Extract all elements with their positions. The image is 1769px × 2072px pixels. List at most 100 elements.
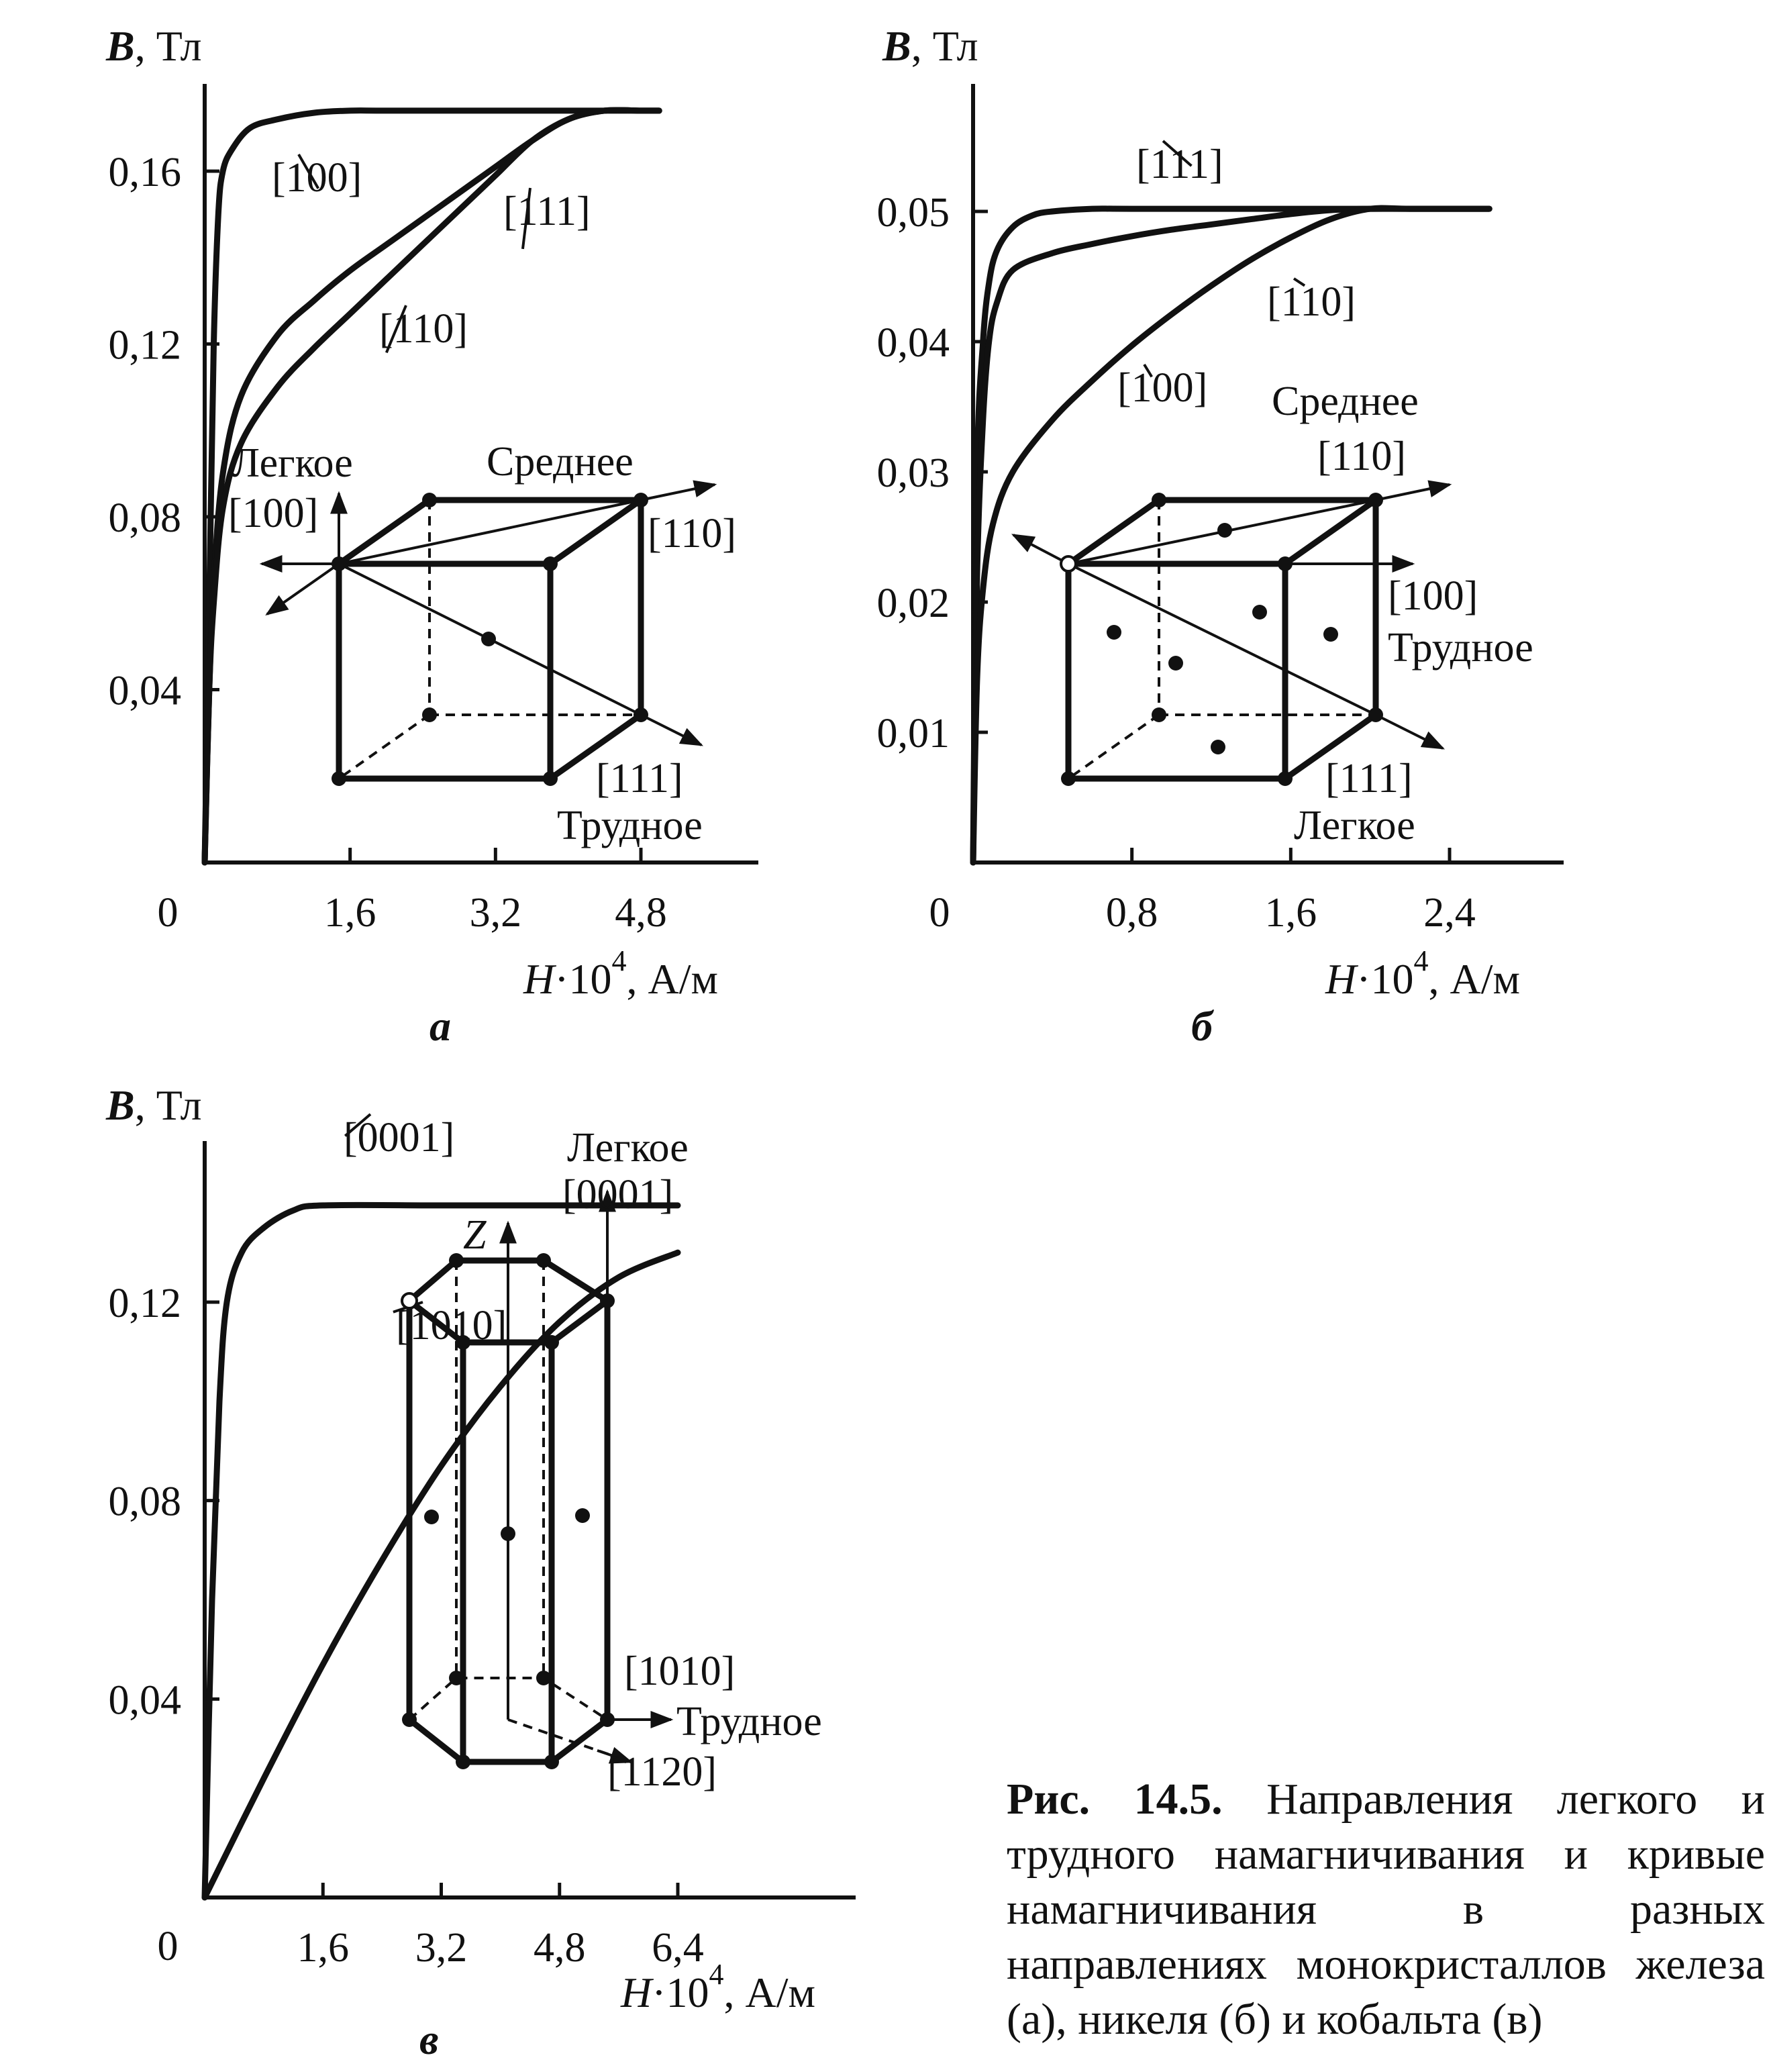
atom-face bbox=[1211, 740, 1225, 754]
atom bbox=[543, 771, 558, 786]
atom bbox=[402, 1712, 417, 1727]
x-tick-label: 6,4 bbox=[652, 1925, 704, 1971]
x-tick-label: 3,2 bbox=[415, 1925, 468, 1971]
y-axis-var: B bbox=[105, 1081, 135, 1129]
inset-a-medium-dir: [110] bbox=[648, 511, 736, 556]
atom bbox=[1152, 493, 1166, 507]
atom-open bbox=[401, 1292, 418, 1310]
annotation-leader bbox=[521, 187, 532, 250]
y-tick-label: 0,08 bbox=[109, 495, 182, 541]
y-tick-label: 0,01 bbox=[877, 711, 950, 756]
atom bbox=[600, 1293, 615, 1308]
x-axis-mid: ·10 bbox=[1356, 955, 1413, 1003]
inset-v-z-label: Z bbox=[463, 1212, 487, 1258]
annotation-leader bbox=[1162, 140, 1193, 167]
caption-text: Направления легкого и трудного намагничи… bbox=[1007, 1775, 1765, 2044]
x-axis-label: H·104, А/м bbox=[523, 944, 718, 1003]
atom bbox=[544, 1335, 559, 1350]
atom bbox=[1368, 707, 1383, 722]
atom bbox=[536, 1671, 551, 1685]
atom bbox=[456, 1755, 470, 1769]
hex-hidden-edges bbox=[408, 1261, 609, 1721]
inset-v-hard-dir: [1010] bbox=[624, 1648, 735, 1694]
atom bbox=[536, 1253, 551, 1268]
panel-label: б bbox=[1191, 1002, 1215, 1050]
atom-face bbox=[1217, 523, 1232, 538]
x-axis-label: H·104, А/м bbox=[1325, 944, 1520, 1003]
origin-label: 0 bbox=[158, 1924, 179, 1969]
panel-label: а bbox=[429, 1002, 451, 1050]
y-tick-label: 0,05 bbox=[877, 190, 950, 236]
atom-face bbox=[1107, 625, 1121, 640]
y-axis-label: B, Тл bbox=[105, 1081, 202, 1129]
y-tick-label: 0,04 bbox=[877, 320, 950, 366]
x-axis-mid: ·10 bbox=[652, 1969, 709, 2016]
y-tick-label: 0,12 bbox=[109, 1281, 182, 1326]
atom-open bbox=[1060, 555, 1077, 573]
atom bbox=[422, 707, 437, 722]
series-label: [0001] bbox=[344, 1115, 454, 1161]
inset-b-medium-dir: [110] bbox=[1317, 434, 1406, 479]
annotation-leader bbox=[344, 1113, 372, 1137]
cube-inset-nickel: Среднее [110] [100] Трудное [111] Легкое bbox=[1011, 379, 1533, 848]
inset-b-hard-dir: [100] bbox=[1388, 573, 1478, 619]
x-tick-label: 1,6 bbox=[324, 890, 376, 936]
atom bbox=[1278, 556, 1293, 571]
atom bbox=[634, 493, 648, 507]
panel-label: в bbox=[419, 2016, 439, 2063]
atom-center bbox=[481, 632, 496, 646]
x-axis-var: H bbox=[620, 1969, 654, 2016]
x-axis-unit: А/м bbox=[648, 955, 719, 1003]
x-axis-sep: , bbox=[724, 1969, 746, 2016]
atom-inner bbox=[575, 1508, 590, 1523]
series-line-100 bbox=[970, 205, 1493, 866]
y-axis-var: B bbox=[882, 22, 911, 70]
series-line-111 bbox=[970, 205, 1493, 866]
series-line-100 bbox=[201, 107, 662, 866]
atom-face bbox=[1252, 605, 1267, 620]
x-axis-unit: А/м bbox=[746, 1969, 816, 2016]
cube-right-edges bbox=[548, 500, 644, 781]
cube-hidden-edges bbox=[338, 500, 641, 780]
x-axis-sep: , bbox=[627, 955, 648, 1003]
hex-bottom-front bbox=[407, 1717, 609, 1765]
y-tick-label: 0,04 bbox=[109, 669, 182, 714]
inset-a-easy-dir: [100] bbox=[228, 491, 318, 536]
x-axis-mid: ·10 bbox=[554, 955, 611, 1003]
cube-top-edges bbox=[1066, 497, 1386, 566]
y-axis-unit: Тл bbox=[156, 22, 202, 70]
atom bbox=[1368, 493, 1383, 507]
atom bbox=[544, 1755, 559, 1769]
arrow-111 bbox=[1375, 713, 1446, 750]
y-axis-var: B bbox=[105, 22, 135, 70]
x-axis-var: H bbox=[1325, 955, 1359, 1003]
y-axis-label: B, Тл bbox=[882, 22, 978, 70]
arrow-110 bbox=[1375, 480, 1452, 501]
x-axis-label: H·104, А/м bbox=[620, 1958, 815, 2016]
x-tick-label: 4,8 bbox=[615, 890, 667, 936]
x-tick-label: 1,6 bbox=[1265, 890, 1317, 936]
atom bbox=[449, 1253, 464, 1268]
atom bbox=[422, 493, 437, 507]
y-tick-label: 0,12 bbox=[109, 323, 182, 368]
body-diagonal-111 bbox=[1068, 562, 1376, 716]
atoms bbox=[1060, 493, 1383, 786]
y-tick-label: 0,08 bbox=[109, 1479, 182, 1525]
hex-prism-inset-cobalt: Z Легкое [0001] [1010] Трудное [1120] bbox=[401, 1125, 822, 1795]
x-tick-label: 4,8 bbox=[534, 1925, 586, 1971]
annotation-leader bbox=[1293, 277, 1306, 287]
x-axis-sep: , bbox=[1429, 955, 1450, 1003]
y-axis-unit: Тл bbox=[156, 1081, 202, 1129]
face-diagonal-110 bbox=[338, 499, 642, 565]
atom bbox=[1278, 771, 1293, 786]
inset-v-other-dir: [1120] bbox=[607, 1749, 717, 1795]
arrow-110 bbox=[640, 480, 717, 501]
inset-v-easy-dir: [0001] bbox=[562, 1172, 673, 1218]
x-tick-label: 1,6 bbox=[297, 1925, 350, 1971]
inset-b-medium-label: Среднее bbox=[1272, 379, 1419, 424]
hex-vertical-edges bbox=[406, 1301, 611, 1762]
inset-b-hard-label: Трудное bbox=[1388, 625, 1533, 671]
